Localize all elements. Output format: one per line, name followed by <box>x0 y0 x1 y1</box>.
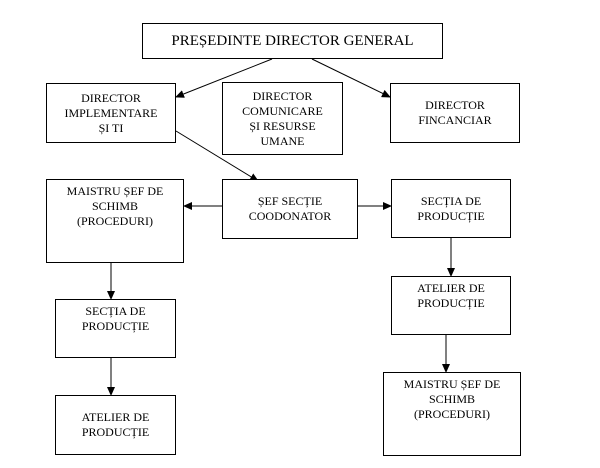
workshop-right-box: ATELIER DE PRODUCȚIE <box>391 276 511 335</box>
shift-master-left-box: MAISTRU ȘEF DE SCHIMB (PROCEDURI) <box>46 179 184 263</box>
shift-master-right-box: MAISTRU ȘEF DE SCHIMB (PROCEDURI) <box>383 372 521 456</box>
production-section-right-box: SECȚIA DE PRODUCȚIE <box>391 179 511 238</box>
president-director-general-box: PREȘEDINTE DIRECTOR GENERAL <box>142 23 443 59</box>
director-communication-hr-box: DIRECTOR COMUNICARE ȘI RESURSE UMANE <box>222 82 343 155</box>
director-financial-box: DIRECTOR FINCANCIAR <box>390 83 520 143</box>
section-chief-coordinator-box: ȘEF SECȚIE COODONATOR <box>222 179 358 239</box>
director-implementation-it-box: DIRECTOR IMPLEMENTARE ȘI TI <box>46 83 176 143</box>
workshop-left-box: ATELIER DE PRODUCȚIE <box>55 395 176 455</box>
production-section-left-box: SECȚIA DE PRODUCȚIE <box>55 299 176 358</box>
